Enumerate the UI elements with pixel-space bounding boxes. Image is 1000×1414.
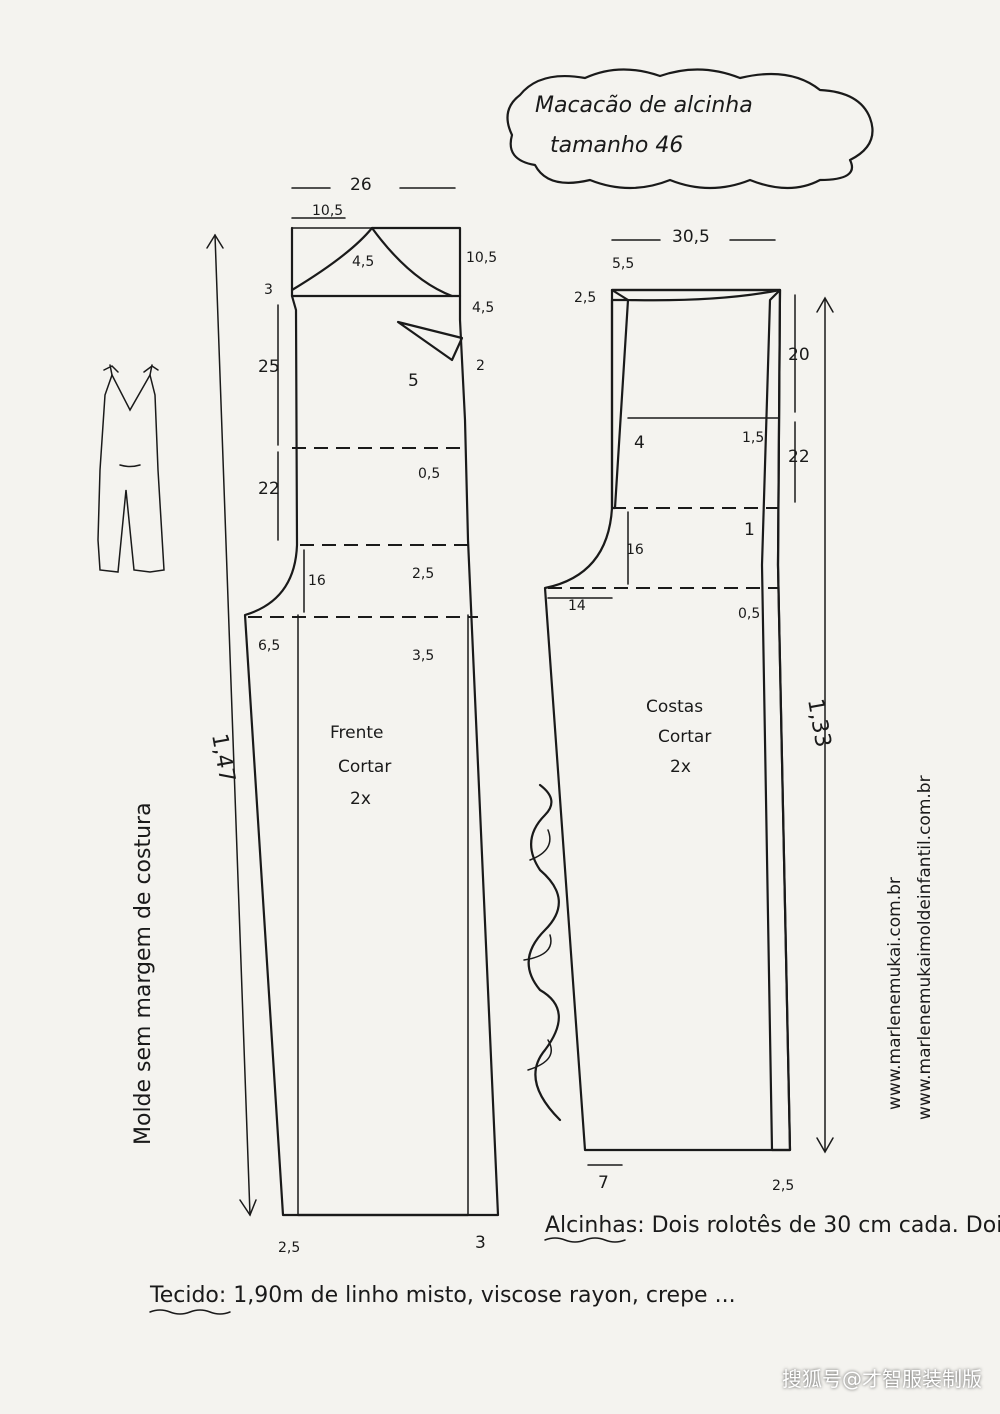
front-qty: 2x: [350, 789, 371, 809]
back-to-waist: 20: [788, 345, 810, 365]
back-hip-reduce: 1: [744, 520, 755, 540]
front-hem-left: 2,5: [278, 1240, 300, 1256]
front-shoulder-height: 10,5: [466, 250, 497, 266]
back-crotch-ext: 14: [568, 598, 586, 614]
front-crotch-ext: 6,5: [258, 638, 280, 654]
back-waist-to-hip: 22: [788, 447, 810, 467]
back-right-waist: 1,5: [742, 430, 764, 446]
side-note: Molde sem margem de costura: [131, 802, 156, 1145]
front-hip-to-crotch: 16: [308, 573, 326, 589]
front-label: Frente: [330, 723, 384, 743]
front-dart-small: 2: [476, 358, 485, 374]
front-hem-right: 3: [475, 1233, 486, 1253]
back-crotch-reduce: 0,5: [738, 606, 760, 622]
front-top-width: 26: [350, 175, 372, 195]
front-left-shoulder: 3: [264, 282, 273, 298]
website-2: www.marlenemukaimoldeinfantil.com.br: [915, 775, 935, 1120]
front-neck-width: 10,5: [312, 203, 343, 219]
front-waist-reduce: 0,5: [418, 466, 440, 482]
straps-note: Alcinhas: Dois rolotês de 30 cm cada. Do…: [545, 1213, 1000, 1238]
signature: [523, 783, 562, 1122]
front-total-length: 1,47: [206, 732, 239, 785]
front-waist-to-hip: 22: [258, 479, 280, 499]
front-dart-depth: 5: [408, 371, 419, 391]
back-hem-left: 7: [598, 1173, 609, 1193]
front-armhole-right: 4,5: [472, 300, 494, 316]
front-bust-to-waist: 25: [258, 357, 280, 377]
jumpsuit-sketch: [97, 364, 165, 573]
back-qty: 2x: [670, 757, 691, 777]
title-cloud: Macacão de alcinha tamanho 46: [506, 68, 874, 190]
watermark: 搜狐号@才智服装制版: [782, 1367, 982, 1391]
back-left-waist: 4: [634, 433, 645, 453]
back-hem-right: 2,5: [772, 1178, 794, 1194]
title-line2: tamanho 46: [550, 133, 683, 158]
front-hip-reduce: 2,5: [412, 566, 434, 582]
back-label: Costas: [646, 697, 703, 717]
back-hip-to-crotch: 16: [626, 542, 644, 558]
back-piece: 30,5 5,5 2,5 20 4 1,5 22 1 16 14 0,5 1,3…: [543, 227, 835, 1194]
back-left-top: 2,5: [574, 290, 596, 306]
front-crotch-reduce: 3,5: [412, 648, 434, 664]
back-center-rise: 5,5: [612, 256, 634, 272]
back-total-length: 1,33: [802, 697, 835, 750]
back-cut: Cortar: [658, 727, 711, 747]
title-line1: Macacão de alcinha: [535, 93, 753, 118]
front-piece: 26 10,5 4,5 10,5 3 4,5 5 2 25 22 0,5 16 …: [206, 175, 500, 1256]
fabric-note: Tecido: 1,90m de linho misto, viscose ra…: [149, 1283, 736, 1308]
website-1: www.marlenemukai.com.br: [885, 877, 905, 1110]
front-cut: Cortar: [338, 757, 391, 777]
back-top-width: 30,5: [672, 227, 710, 247]
front-neck-depth: 4,5: [352, 254, 374, 270]
